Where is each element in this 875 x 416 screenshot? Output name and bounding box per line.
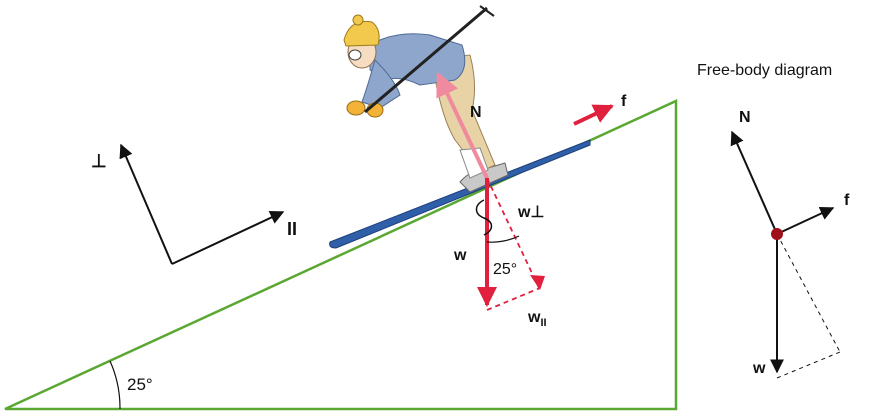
goggles [348,49,362,61]
fbd-friction-arrow [776,206,835,235]
parallel-axis-arrow [171,211,285,265]
ski-pole-grip [479,5,495,17]
fbd-friction-label: f [844,192,850,209]
incline-triangle [4,99,678,411]
hat-pompom [352,14,364,26]
skier-forces: N f w 25° w⊥ wII [436,71,627,329]
incline-angle-label: 25° [127,375,153,394]
perpendicular-component-head [530,275,545,290]
fbd-point-mass [771,228,783,240]
perpendicular-axis-label: ⊥ [91,151,107,171]
ski-pole [364,6,488,114]
parallel-component [486,287,541,311]
weight-perp-label: w⊥ [517,204,544,221]
weight-angle-label: 25° [493,261,517,278]
perpendicular-component [486,177,541,291]
friction-force-arrow [573,104,614,126]
coordinate-axes: ⊥ II [91,143,297,265]
free-body-diagram: Free-body diagram N f w [697,62,850,379]
fbd-weight-label: w [752,360,766,377]
fbd-perp-dashed [776,233,841,353]
ski [329,139,591,249]
free-body-title: Free-body diagram [697,62,832,79]
fbd-normal-arrow [730,130,778,235]
rotation-squiggle [475,199,493,236]
skier-illustration [329,5,591,249]
normal-force-label: N [470,104,482,121]
friction-force-label: f [621,93,627,110]
fbd-par-dashed [776,351,841,379]
fbd-normal-label: N [739,109,751,126]
weight-angle-arc [486,235,520,243]
parallel-axis-label: II [287,219,297,239]
weight-par-label: wII [527,309,547,329]
glove-left [346,100,366,116]
incline-angle-arc [109,360,121,410]
perpendicular-axis-arrow [119,143,173,265]
normal-force-arrow [436,71,489,179]
knit-hat [343,20,380,47]
weight-label: w [453,247,467,264]
